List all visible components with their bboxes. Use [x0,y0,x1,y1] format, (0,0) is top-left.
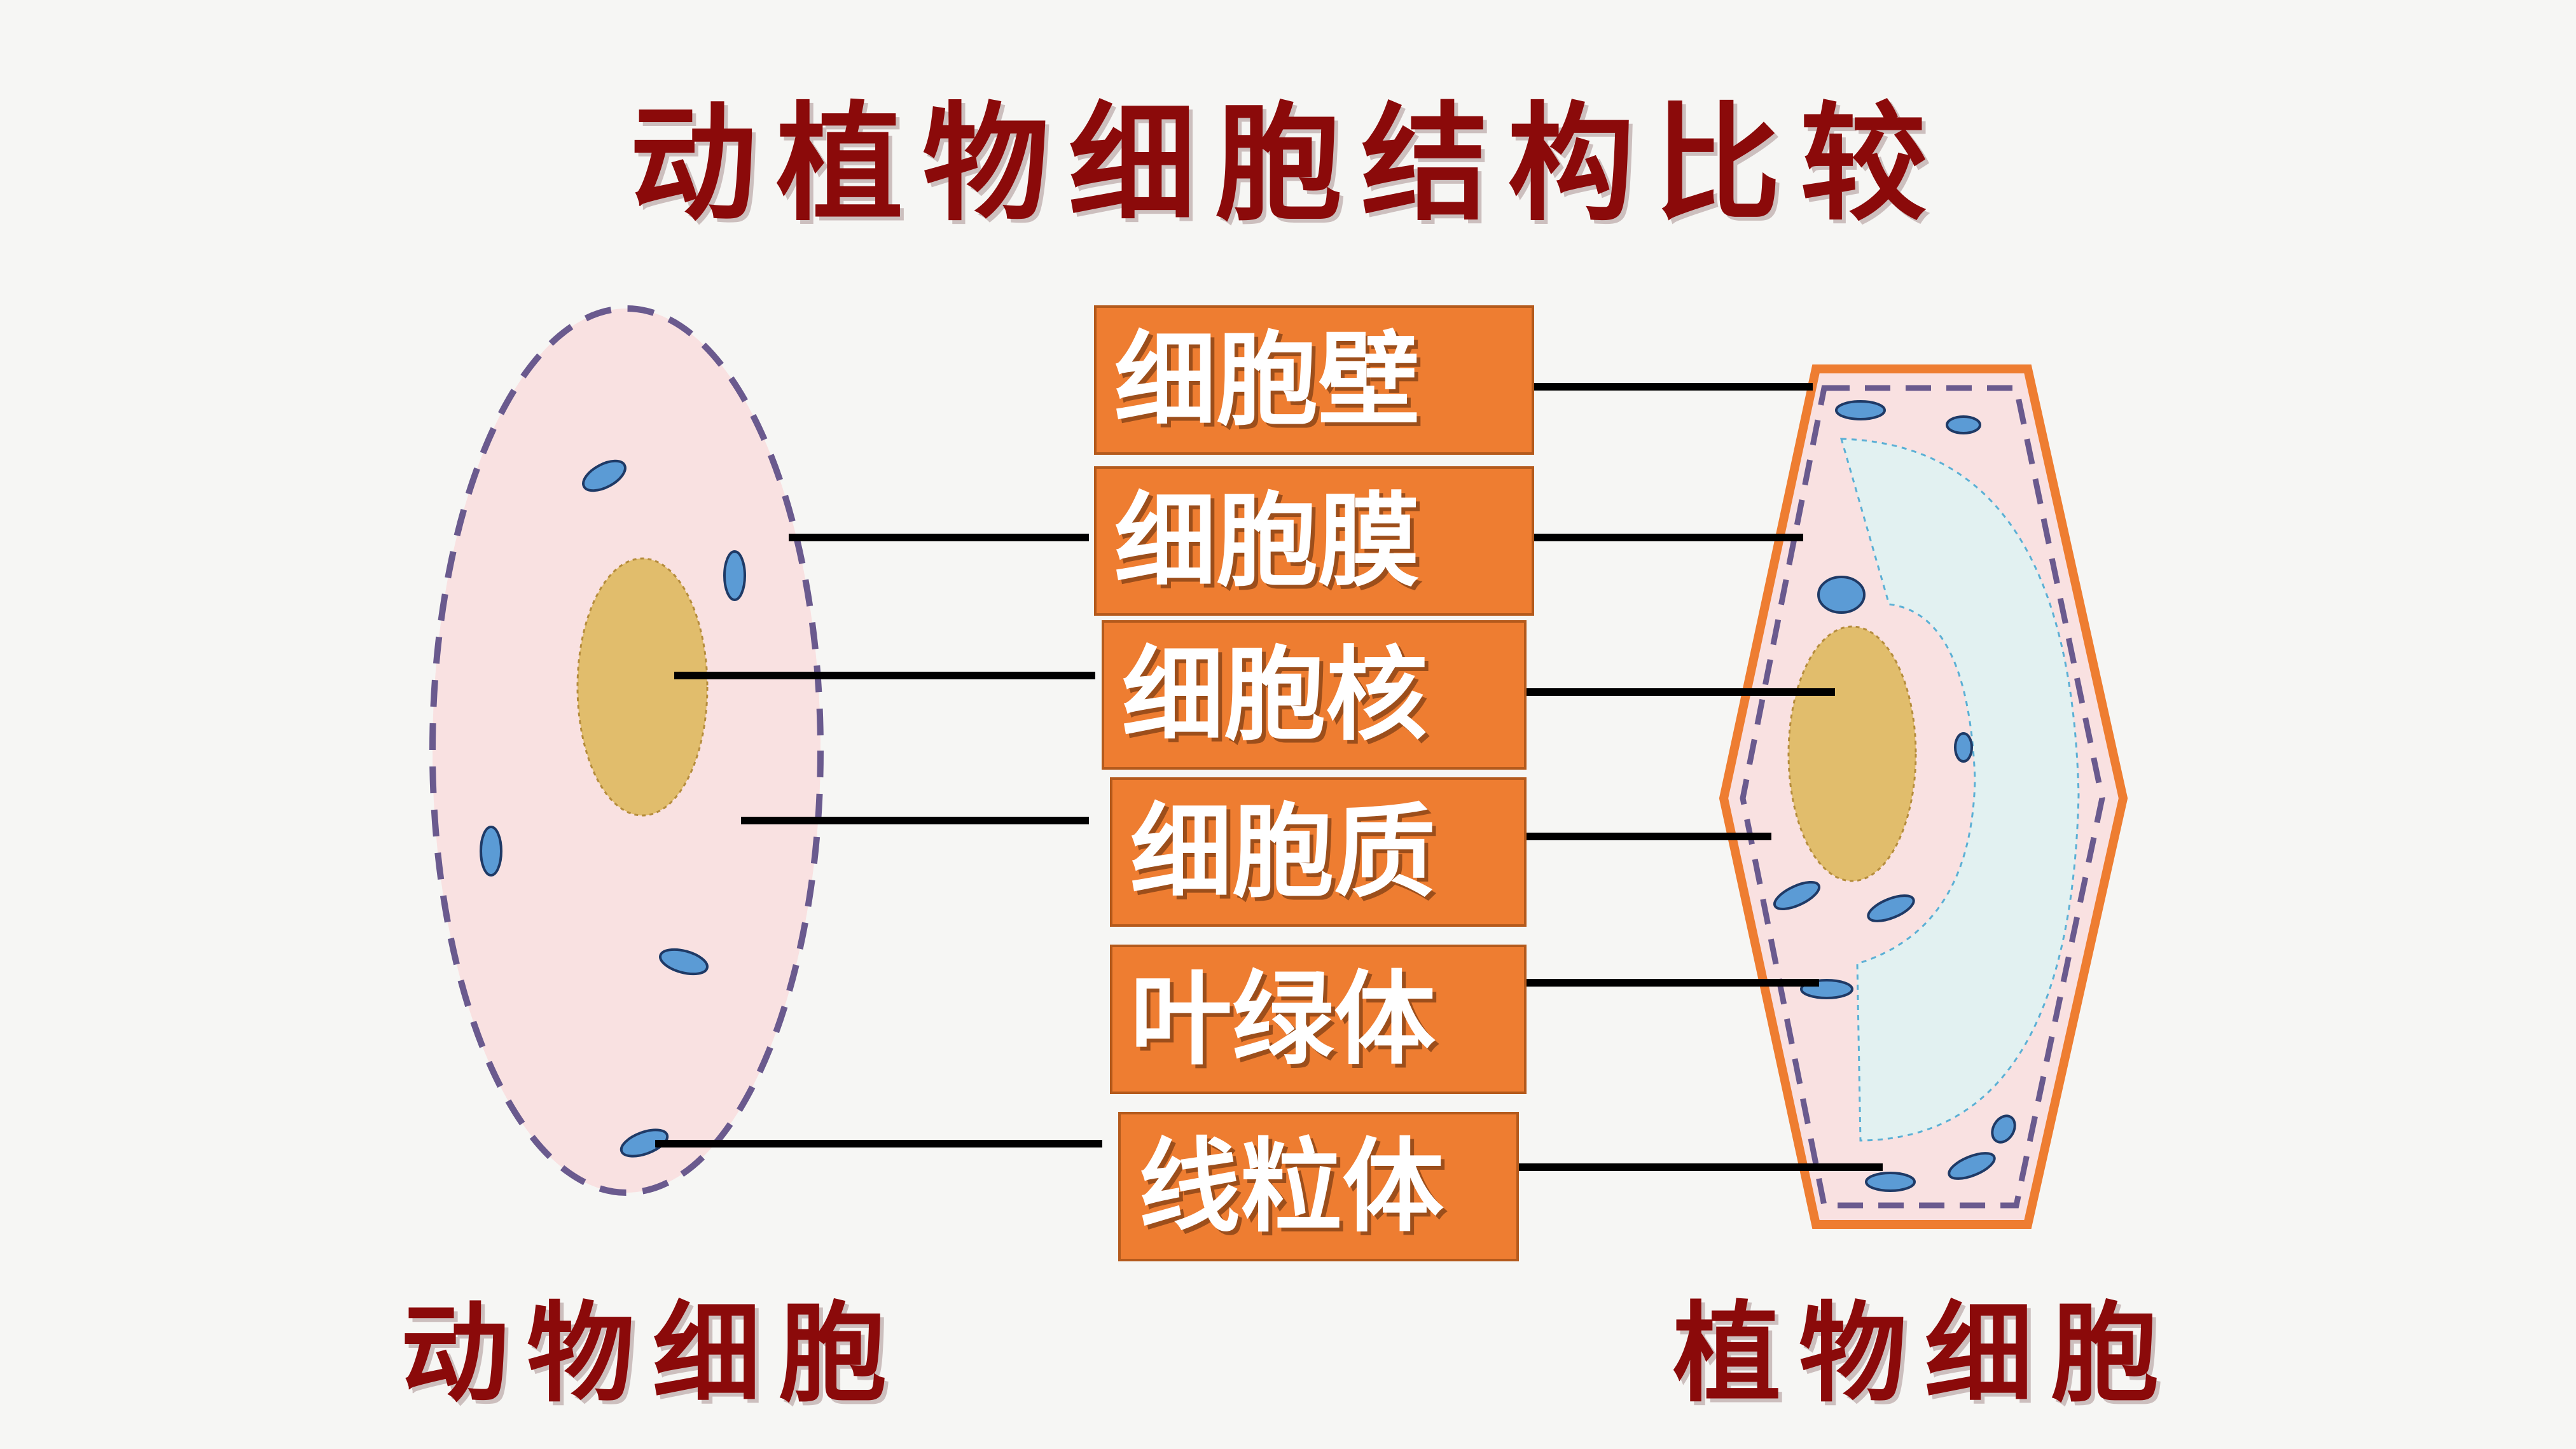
plant-chloroplast [1991,1114,2016,1144]
label-cell-membrane: 细胞膜 [1094,466,1534,616]
plant-cell-membrane [1740,385,2105,1209]
plant-chloroplast [1835,400,1886,420]
animal-nucleus [576,557,709,817]
plant-chloroplast [1946,415,1981,434]
animal-mitochondrion [659,948,709,976]
caption-animal-cell: 动物细胞 [401,1290,905,1417]
plant-chloroplast [1773,880,1821,911]
plant-chloroplast [1865,1172,1916,1192]
plant-chloroplast [1817,576,1866,614]
plant-vacuole [1839,438,2080,1142]
plant-chloroplast [1867,894,1915,922]
label-chloroplast: 叶绿体 [1110,945,1527,1094]
caption-plant-cell: 植物细胞 [1673,1290,2177,1417]
plant-nucleus [1787,625,1917,882]
slide-title: 动植物细胞结构比较 [629,89,1946,239]
plant-chloroplast [1954,732,1973,763]
plant-chloroplast [1948,1152,1996,1180]
label-mitochondrion: 线粒体 [1118,1112,1519,1261]
animal-mitochondrion [723,550,746,601]
animal-mitochondrion [582,459,627,492]
label-cytoplasm: 细胞质 [1110,777,1527,927]
label-cell-wall: 细胞壁 [1094,305,1534,455]
label-nucleus: 细胞核 [1102,620,1527,770]
animal-mitochondrion [620,1128,669,1158]
animal-mitochondrion [480,826,502,877]
